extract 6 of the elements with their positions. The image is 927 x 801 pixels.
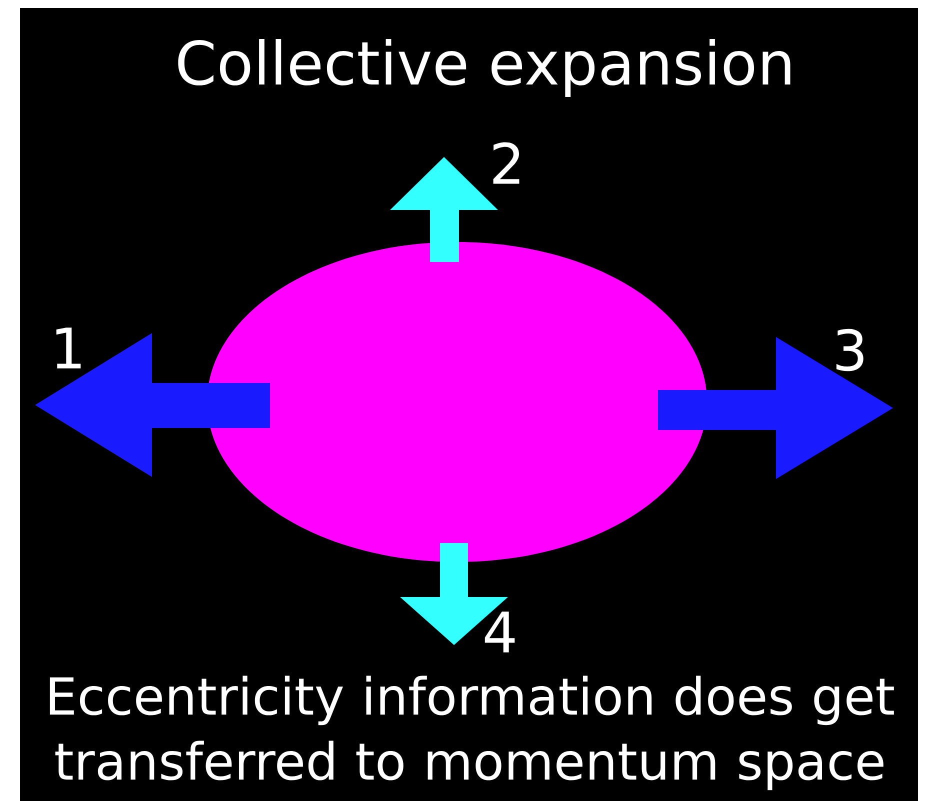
direction-number: 1 [56,328,81,368]
direction-number: 3 [836,328,864,372]
direction-number: 2 [493,142,520,184]
title: Collective expansion [178,38,790,98]
direction-number: 4 [484,612,515,652]
caption: Eccentricity information does get transferred to momentum space [50,676,894,790]
